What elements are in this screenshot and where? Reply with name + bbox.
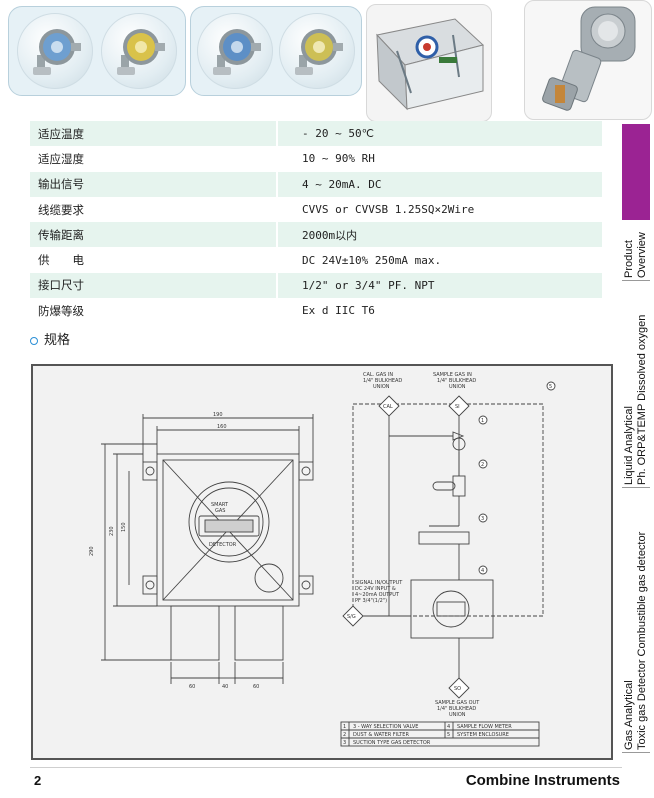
cal-gas-in-label: CAL. GAS IN <box>363 372 393 378</box>
detector-photo-yellow <box>101 13 177 89</box>
section-title: 规格 <box>44 333 71 348</box>
spec-key: 线缆要求 <box>30 196 277 223</box>
spec-key: 防爆等级 <box>30 298 277 324</box>
legend-text: SAMPLE FLOW METER <box>457 724 512 730</box>
spec-key: 输出信号 <box>30 171 277 197</box>
so-port-tag: SO <box>454 686 461 692</box>
detector-photo-yellow-2 <box>279 13 355 89</box>
sample-gas-in-union: UNION <box>449 384 466 390</box>
legend-num: 5 <box>447 732 450 738</box>
dim-foot-gap: 40 <box>222 684 228 690</box>
dim-width-outer: 190 <box>213 412 223 418</box>
sg-port-tag: S/G <box>347 614 356 620</box>
legend-text: SYSTEM ENCLOSURE <box>457 732 509 738</box>
sampling-detector-photo <box>524 0 652 120</box>
spec-value: - 20 ~ 50℃ <box>276 121 602 147</box>
cal-gas-in-bulkhead: 1/4" BULKHEAD <box>363 378 402 384</box>
signal-label-1: SIGNAL IN/OUTPUT <box>355 580 403 586</box>
footer-divider <box>30 767 622 768</box>
plate-line-3: DETECTOR <box>209 542 237 548</box>
detector-photo-blue <box>17 13 93 89</box>
callout-1: 1 <box>481 418 484 424</box>
legend-num: 3 <box>343 740 346 746</box>
cal-port-tag: CAL <box>383 404 393 410</box>
circle-bullet-icon <box>30 336 38 345</box>
spec-value: 1/2" or 3/4" PF. NPT <box>276 272 602 299</box>
dim-width-inner: 160 <box>217 424 227 430</box>
legend-text: DUST & WATER FILTER <box>353 732 409 738</box>
spec-value: CVVS or CVVSB 1.25SQ×2Wire <box>276 196 602 223</box>
drawing-svg: 190 160 290 230 150 60 40 60 SMART GAS D… <box>89 372 556 747</box>
sample-gas-out-union: UNION <box>449 712 466 718</box>
legend-num: 2 <box>343 732 346 738</box>
spec-value: DC 24V±10% 250mA max. <box>276 247 602 273</box>
enclosure-photo <box>366 4 492 122</box>
product-photo-group-2 <box>190 6 362 96</box>
dim-height-body: 230 <box>109 526 115 536</box>
legend-num: 4 <box>447 724 450 730</box>
dim-foot-right: 60 <box>253 684 259 690</box>
spec-value: 4 ~ 20mA. DC <box>276 171 602 197</box>
callout-4: 4 <box>481 568 484 574</box>
signal-label-4: PF 3/4"(1/2") <box>355 598 387 604</box>
callout-2: 2 <box>481 462 484 468</box>
dim-foot-left: 60 <box>189 684 195 690</box>
spec-value: 2000m以内 <box>276 222 602 248</box>
active-tab-marker <box>622 124 650 220</box>
dimension-drawing: 190 160 290 230 150 60 40 60 SMART GAS D… <box>31 364 613 760</box>
legend-text: SUCTION TYPE GAS DETECTOR <box>353 740 431 746</box>
brand-name: Combine Instruments <box>465 772 620 789</box>
signal-label-2: DC 24V INPUT & <box>355 586 396 592</box>
si-port-tag: SI <box>455 404 460 410</box>
plate-line-2: GAS <box>215 508 225 514</box>
spec-key: 适应湿度 <box>30 146 277 172</box>
sample-gas-out-bulkhead: 1/4" BULKHEAD <box>437 706 476 712</box>
sample-gas-out-label: SAMPLE GAS OUT <box>435 700 480 706</box>
detector-photo-blue-2 <box>197 13 273 89</box>
plate-line-1: SMART <box>211 502 229 508</box>
cal-gas-in-union: UNION <box>373 384 390 390</box>
legend-num: 1 <box>343 724 346 730</box>
product-photo-group-1 <box>8 6 186 96</box>
spec-key: 适应温度 <box>30 121 277 147</box>
spec-key: 接口尺寸 <box>30 272 277 299</box>
legend-text: 3 - WAY SELECTION VALVE <box>353 724 418 730</box>
callout-3: 3 <box>481 516 484 522</box>
spec-value: 10 ~ 90% RH <box>276 146 602 172</box>
dim-height-overall: 290 <box>89 546 95 556</box>
spec-value: Ex d IIC T6 <box>276 298 602 324</box>
dim-height-ears: 150 <box>121 522 127 532</box>
signal-label-3: 4~20mA OUTPUT <box>355 592 400 598</box>
page-number: 2 <box>34 773 42 788</box>
table-row: 适应温度- 20 ~ 50℃ <box>30 121 602 147</box>
spec-key: 供 电 <box>30 247 277 273</box>
section-heading: 规格 <box>30 329 70 348</box>
spec-key: 传输距离 <box>30 222 277 248</box>
sample-gas-in-bulkhead: 1/4" BULKHEAD <box>437 378 476 384</box>
sample-gas-in-label: SAMPLE GAS IN <box>433 372 472 378</box>
callout-5: 5 <box>549 384 552 390</box>
